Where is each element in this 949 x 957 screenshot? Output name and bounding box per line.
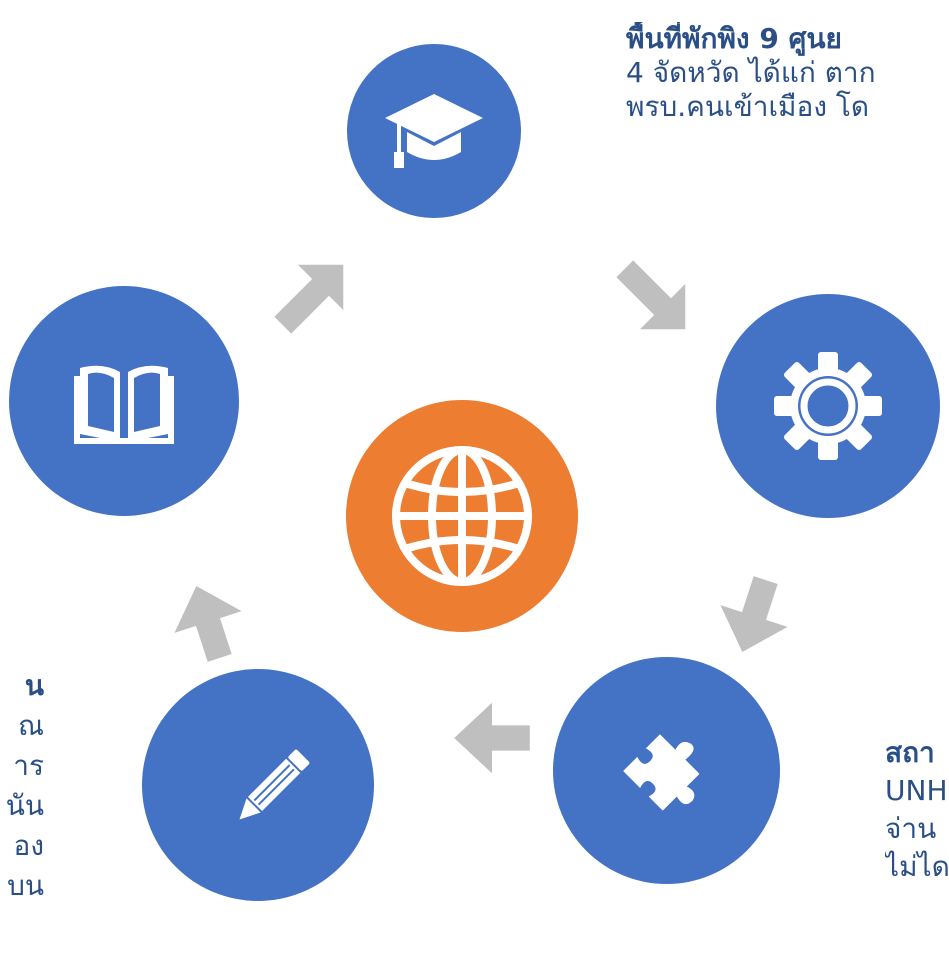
- left-text-block: น ณ าร นัน อง บน: [0, 666, 44, 957]
- arrow-bottom-right-to-bottom-left: [454, 702, 530, 774]
- top-text-title: พื้นที่พักพิง 9 ศูนย: [626, 22, 842, 55]
- left-text-line-4: นัน: [5, 789, 44, 822]
- right-circle: [716, 294, 940, 518]
- center-circle: [346, 400, 578, 632]
- right-text-line-3: ไม่ได: [885, 850, 949, 883]
- left-circle: [9, 286, 239, 516]
- top-circle: [347, 44, 521, 218]
- top-text-line-2: พรบ.คนเข้าเมือง โด: [626, 90, 870, 123]
- right-text-block: สถา UNH จ่าน ไม่ได: [885, 734, 949, 886]
- left-text-line-1: น: [24, 669, 44, 702]
- gear-icon: [774, 352, 882, 460]
- right-text-line-1: UNH: [885, 774, 948, 807]
- left-text-line-5: อง: [13, 829, 45, 862]
- pencil-icon: [239, 749, 310, 820]
- top-text-block: พื้นที่พักพิง 9 ศูนย 4 จัดหวัด ได้แก่ ตา…: [626, 22, 949, 124]
- globe-icon: [392, 446, 532, 586]
- right-text-line-2: จ่าน: [885, 812, 937, 845]
- arrow-left-to-top: [274, 264, 344, 334]
- open-book-icon: [74, 365, 174, 444]
- top-text-line-1: 4 จัดหวัด ได้แก่ ตาก: [626, 56, 876, 89]
- bottom-right-circle: [553, 657, 780, 884]
- graduation-cap-icon: [385, 94, 483, 168]
- arrow-bottom-left-to-left: [174, 586, 242, 662]
- arrow-top-to-right: [616, 260, 686, 330]
- left-text-line-3: าร: [13, 749, 44, 782]
- left-text-line-6: บน: [7, 869, 44, 902]
- right-text-title: สถา: [885, 736, 935, 769]
- bottom-left-circle: [142, 669, 374, 901]
- left-text-line-2: ณ: [18, 709, 44, 742]
- puzzle-piece-icon: [622, 733, 700, 811]
- arrow-right-to-bottom-right: [720, 576, 788, 652]
